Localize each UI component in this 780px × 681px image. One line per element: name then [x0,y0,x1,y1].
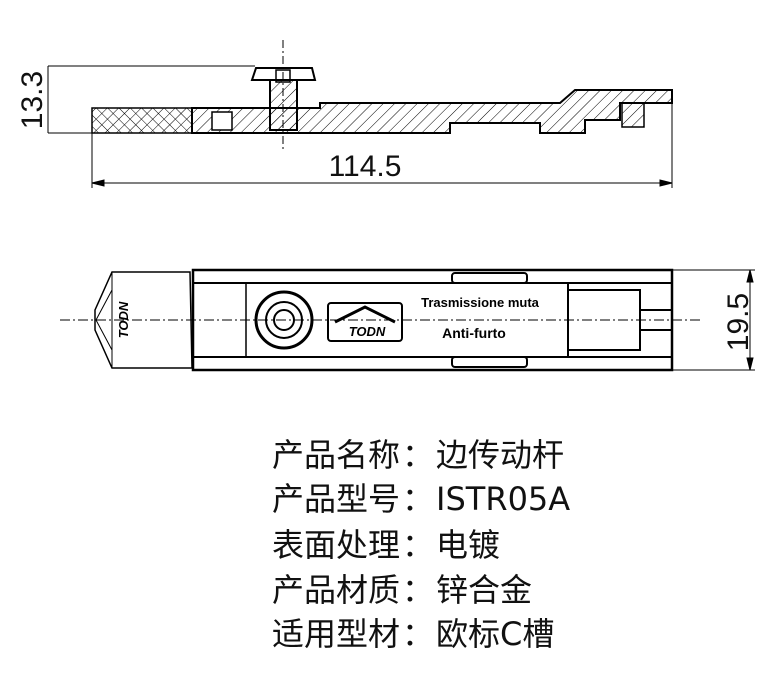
spec-row: 表面处理：电镀 [272,525,500,565]
technical-drawing: 13.3 114.5 TODN TODN Trasmissione muta A… [16,40,755,372]
end-pin [621,102,645,128]
width-dimension: 19.5 [722,293,755,351]
side-view [47,40,673,188]
side-body [191,89,673,134]
spec-value: 锌合金 [436,571,533,609]
logo-brand-text: TODN [349,324,386,339]
spec-row: 产品名称：边传动杆 [272,435,564,475]
label-line-2: Anti-furto [442,325,506,341]
spec-value: 边传动杆 [436,436,565,474]
spec-label: 表面处理 [272,526,401,564]
length-dimension: 114.5 [329,150,402,183]
spec-label: 产品材质 [272,571,401,609]
cap-brand-text: TODN [116,301,131,338]
spec-value: 电镀 [436,526,501,564]
spec-label: 产品型号 [272,480,401,518]
side-screw [211,111,233,131]
spec-sep: ： [402,615,435,653]
spec-row: 产品材质：锌合金 [272,570,532,610]
height-dimension: 13.3 [16,71,49,129]
spec-row: 产品型号：ISTR05A [272,479,570,519]
spec-sep: ： [402,436,435,474]
crosshatched-end [91,107,193,134]
top-view [60,268,755,372]
spec-row: 适用型材：欧标C槽 [272,614,554,654]
spec-sep: ： [402,526,435,564]
label-line-1: Trasmissione muta [421,295,540,310]
spec-label: 适用型材 [272,615,401,653]
spec-label: 产品名称 [272,436,401,474]
todn-logo-box [327,302,403,342]
spec-value: ISTR05A [436,480,571,518]
spec-sep: ： [402,571,435,609]
spec-value: 欧标C槽 [436,615,555,653]
spec-sep: ： [402,480,435,518]
